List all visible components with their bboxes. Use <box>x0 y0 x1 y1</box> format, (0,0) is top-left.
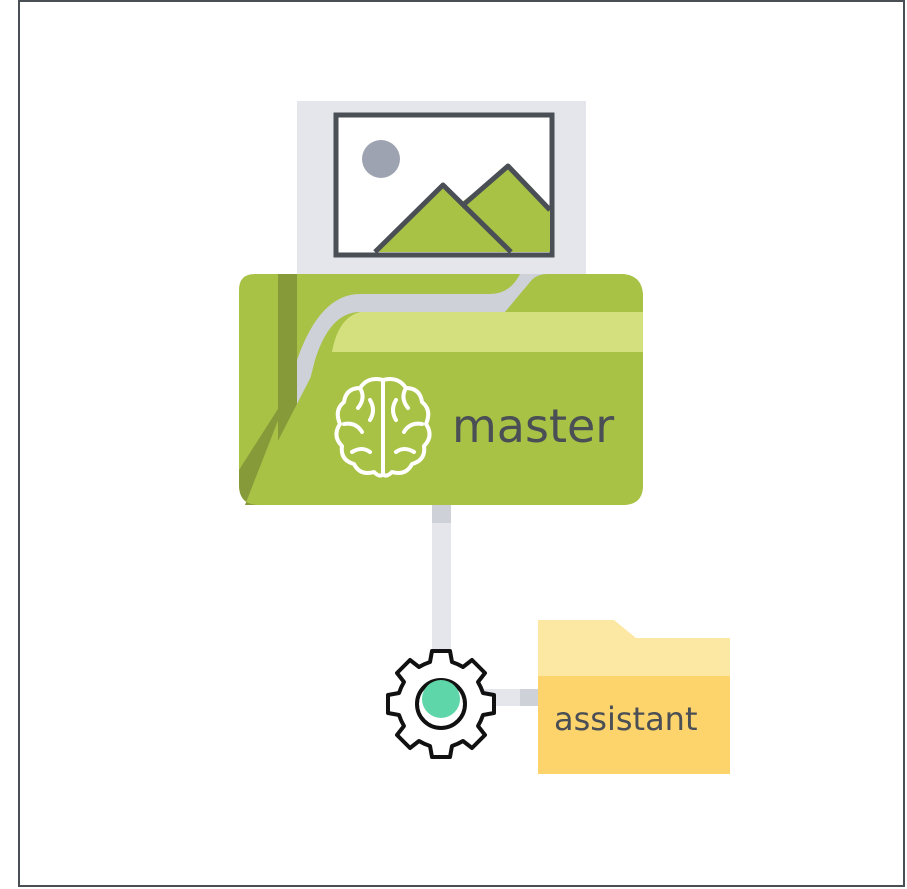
connector-node-dot <box>422 680 460 718</box>
connector-horizontal-shadow <box>520 689 540 706</box>
folder-icon <box>239 274 643 505</box>
child-node[interactable]: assistant <box>538 620 730 774</box>
brain-icon <box>334 377 432 478</box>
folder-icon <box>538 620 730 774</box>
connector-vertical-shadow <box>432 505 451 523</box>
child-label: assistant <box>554 700 698 738</box>
gear-icon[interactable] <box>386 649 496 759</box>
root-node[interactable]: master <box>239 101 643 505</box>
root-label: master <box>452 399 614 453</box>
